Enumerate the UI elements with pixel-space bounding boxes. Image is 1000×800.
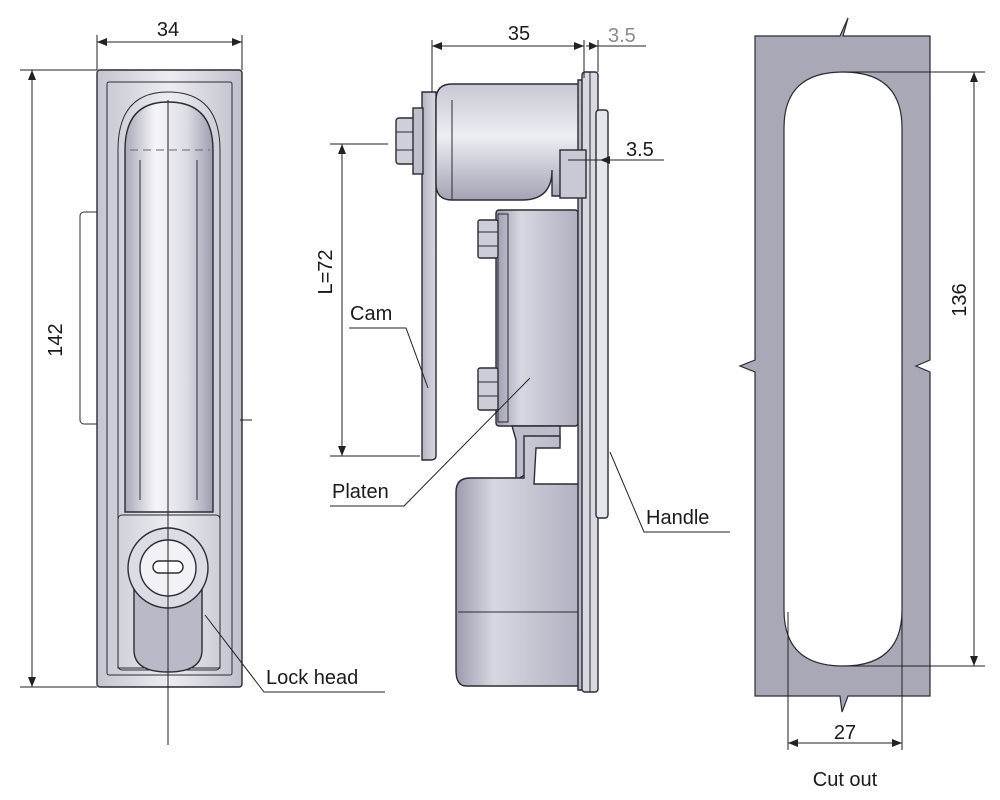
side-view: 35 3.5 3.5 L=72 Cam Platen Handle [315, 23, 730, 693]
dim-cutout-width: 27 [834, 722, 856, 744]
dim-front-height: 142 [45, 323, 67, 356]
dim-cutout-height: 136 [949, 283, 971, 316]
dim-front-width: 34 [157, 19, 179, 41]
side-bolt-top [477, 219, 499, 259]
side-cam [421, 91, 437, 461]
cutout-panel [738, 17, 931, 713]
label-cut-out: Cut out [813, 769, 878, 791]
label-lock-head: Lock head [266, 667, 358, 689]
side-bolt-bottom [477, 367, 499, 411]
front-handle [124, 101, 214, 513]
side-housing [455, 435, 583, 687]
label-handle: Handle [646, 507, 709, 529]
front-handle-inner-line [139, 160, 198, 500]
front-inner-frame [106, 81, 233, 676]
dim-flange-side: 3.5 [626, 139, 654, 161]
front-view: 34 142 Lock head [20, 19, 385, 745]
dim-side-depth: 35 [508, 23, 530, 45]
dim-flange-top: 3.5 [608, 25, 636, 47]
label-platen: Platen [332, 481, 389, 503]
front-handle-recess [117, 91, 221, 669]
side-cam-washer [412, 107, 424, 175]
side-cylinder [435, 83, 583, 201]
cutout-view: 136 27 Cut out [738, 17, 985, 791]
label-cam: Cam [350, 303, 392, 325]
side-handle-grip [595, 109, 609, 519]
dim-cam-length: L=72 [315, 249, 337, 294]
